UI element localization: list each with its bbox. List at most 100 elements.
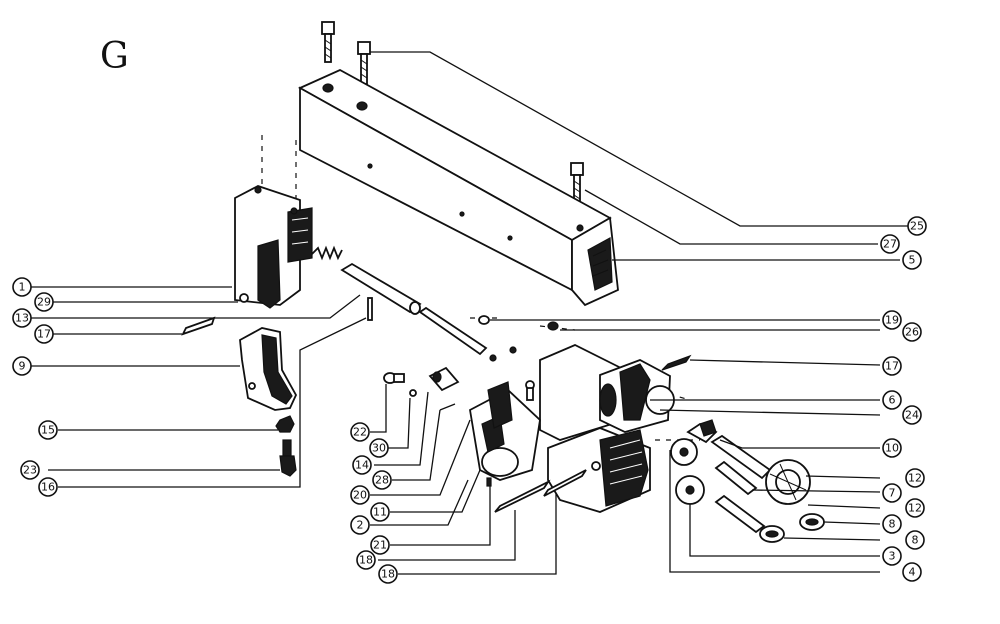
svg-text:21: 21 — [373, 539, 387, 552]
part-screw-top-left — [321, 21, 335, 63]
part-pin-17-left — [181, 316, 216, 336]
parts-drawing — [181, 21, 825, 543]
callout-6: 6 — [882, 390, 902, 410]
part-pin-18a — [494, 479, 551, 513]
svg-text:10: 10 — [885, 442, 899, 455]
callout-15: 15 — [38, 420, 58, 440]
callout-14: 14 — [352, 455, 372, 475]
part-long-rod — [340, 262, 488, 356]
part-sleeve-24 — [686, 419, 718, 444]
svg-text:8: 8 — [889, 518, 896, 531]
part-screw-25 — [357, 41, 371, 85]
callout-23: 23 — [20, 460, 40, 480]
svg-text:2: 2 — [357, 519, 364, 532]
svg-text:20: 20 — [353, 489, 367, 502]
part-lower-housing — [547, 427, 651, 513]
callout-12: 12 — [905, 468, 925, 488]
leader-lines — [30, 51, 908, 575]
callout-26: 26 — [902, 322, 922, 342]
svg-text:1: 1 — [19, 281, 26, 294]
callout-3: 3 — [882, 546, 902, 566]
callout-22: 22 — [350, 422, 370, 442]
svg-text:15: 15 — [41, 424, 55, 437]
callout-4: 4 — [902, 562, 922, 582]
svg-text:13: 13 — [15, 312, 29, 325]
part-bolt — [279, 439, 297, 477]
part-oval-washer-8a — [799, 513, 825, 531]
svg-text:4: 4 — [909, 566, 916, 579]
callout-27: 27 — [880, 234, 900, 254]
svg-text:12: 12 — [908, 502, 922, 515]
svg-text:22: 22 — [353, 426, 367, 439]
svg-text:26: 26 — [905, 326, 919, 339]
svg-text:18: 18 — [359, 554, 373, 567]
callout-17: 17 — [34, 324, 54, 344]
svg-text:29: 29 — [37, 296, 51, 309]
callout-17: 17 — [882, 356, 902, 376]
svg-text:3: 3 — [889, 550, 896, 563]
part-small-nuts — [489, 346, 517, 362]
part-beam — [297, 68, 619, 307]
callout-8: 8 — [905, 530, 925, 550]
callout-30: 30 — [369, 438, 389, 458]
callouts: 25 27 5 19 26 17 6 24 10 12 7 12 8 8 3 4… — [12, 216, 927, 584]
svg-text:17: 17 — [885, 360, 899, 373]
alignment-line — [647, 387, 691, 401]
part-shaft-7 — [714, 460, 758, 496]
part-pin-17-right — [661, 354, 692, 371]
svg-text:27: 27 — [883, 238, 897, 251]
svg-text:12: 12 — [908, 472, 922, 485]
callout-28: 28 — [372, 470, 392, 490]
callout-11: 11 — [370, 502, 390, 522]
part-pin-21 — [486, 477, 492, 487]
callout-10: 10 — [882, 438, 902, 458]
callout-9: 9 — [12, 356, 32, 376]
part-head-block — [539, 344, 675, 441]
svg-text:14: 14 — [355, 459, 369, 472]
svg-text:16: 16 — [41, 481, 55, 494]
part-nut — [275, 415, 295, 433]
sheet-letter: G — [100, 36, 129, 77]
svg-text:17: 17 — [37, 328, 51, 341]
callout-1: 1 — [12, 277, 32, 297]
svg-text:25: 25 — [910, 220, 924, 233]
part-spring — [311, 245, 343, 261]
part-pin-28 — [439, 403, 456, 411]
svg-text:24: 24 — [905, 409, 919, 422]
callout-2: 2 — [350, 515, 370, 535]
part-hinge-block — [234, 185, 313, 309]
svg-text:5: 5 — [909, 254, 916, 267]
part-clamp — [469, 381, 541, 481]
svg-text:30: 30 — [372, 442, 386, 455]
callout-13: 13 — [12, 308, 32, 328]
part-pin-vertical — [367, 297, 373, 321]
part-oval-washer-8b — [759, 525, 785, 543]
part-knob-14 — [428, 366, 460, 392]
part-pin-18b — [543, 469, 587, 497]
svg-text:19: 19 — [885, 314, 899, 327]
svg-text:7: 7 — [889, 487, 896, 500]
svg-text:11: 11 — [373, 506, 387, 519]
part-setscrew-26 — [547, 321, 559, 331]
callout-19: 19 — [882, 310, 902, 330]
callout-25: 25 — [907, 216, 927, 236]
part-gear-wheel — [670, 438, 698, 466]
svg-text:23: 23 — [23, 464, 37, 477]
callout-12: 12 — [905, 498, 925, 518]
part-shaft-3 — [714, 494, 766, 534]
callout-7: 7 — [882, 483, 902, 503]
svg-text:28: 28 — [375, 474, 389, 487]
part-handwheel-12 — [765, 459, 811, 505]
part-setscrew-19 — [478, 315, 490, 325]
svg-text:8: 8 — [912, 534, 919, 547]
callout-5: 5 — [902, 250, 922, 270]
svg-text:18: 18 — [381, 568, 395, 581]
callout-24: 24 — [902, 405, 922, 425]
callout-18: 18 — [378, 564, 398, 584]
part-washer-30 — [409, 389, 417, 397]
svg-text:9: 9 — [19, 360, 26, 373]
part-screw-22 — [383, 372, 405, 384]
callout-18: 18 — [356, 550, 376, 570]
